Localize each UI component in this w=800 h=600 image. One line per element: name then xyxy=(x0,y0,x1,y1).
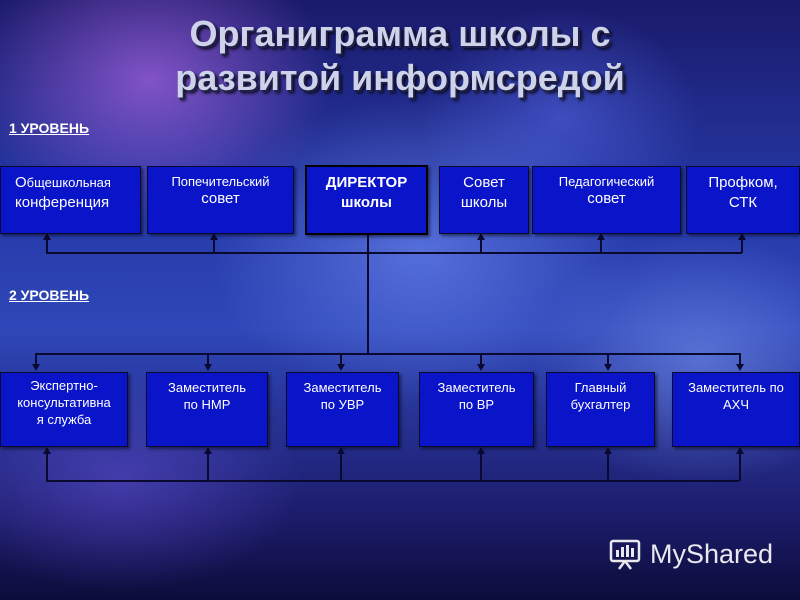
deputy-ahch-line1: Заместитель по xyxy=(688,380,784,395)
myshared-watermark: MyShared xyxy=(608,536,773,572)
arrow-up xyxy=(604,447,612,454)
arrow-up xyxy=(204,447,212,454)
connector-level1-stem xyxy=(741,238,743,253)
conference-line1: бщешкольная xyxy=(26,175,111,190)
connector-level2-bottom xyxy=(46,480,739,482)
level-1-label: 1 УРОВЕНЬ xyxy=(9,120,90,136)
connector-level2-stem xyxy=(340,452,342,481)
arrow-down xyxy=(337,364,345,371)
pedagogical-line2: совет xyxy=(587,190,626,207)
arrow-up xyxy=(337,447,345,454)
expert-service-box: Экспертно- консультативна я служба xyxy=(0,372,128,447)
arrow-up xyxy=(738,233,746,240)
connector-level2-drop xyxy=(607,353,609,364)
conference-initial: О xyxy=(15,174,27,191)
union-line1: Профком, xyxy=(708,174,778,191)
connector-level2-stem xyxy=(607,452,609,481)
connector-level2-stem xyxy=(739,452,741,481)
union-line2: СТК xyxy=(728,194,758,211)
deputy-uvr-line2: по УВР xyxy=(320,397,365,412)
school-council-box: Совет школы xyxy=(439,166,529,234)
connector-level2-drop xyxy=(739,353,741,364)
accountant-line2: бухгалтер xyxy=(570,397,631,412)
connector-level1-stem xyxy=(46,238,48,253)
connector-level2-stem xyxy=(46,452,48,481)
connector-level1-stem xyxy=(600,238,602,253)
trustee-line2: совет xyxy=(201,190,240,207)
accountant-line1: Главный xyxy=(574,380,627,395)
conference-line2: конференция xyxy=(15,194,110,211)
connector-level2-drop xyxy=(340,353,342,364)
arrow-up xyxy=(43,447,51,454)
arrow-up xyxy=(597,233,605,240)
watermark-text: MyShared xyxy=(650,538,774,569)
presentation-board-icon xyxy=(609,539,641,570)
arrow-up xyxy=(477,447,485,454)
deputy-uvr-line1: Заместитель xyxy=(303,380,382,395)
deputy-ahch-box: Заместитель по АХЧ xyxy=(672,372,800,447)
arrow-down xyxy=(477,364,485,371)
trustee-line1: Попечительский xyxy=(171,174,270,189)
deputy-nmr-line2: по НМР xyxy=(183,397,231,412)
arrow-up xyxy=(43,233,51,240)
expert-line3: я служба xyxy=(36,412,92,427)
deputy-vr-line1: Заместитель xyxy=(437,380,516,395)
arrow-down xyxy=(604,364,612,371)
arrow-up xyxy=(210,233,218,240)
arrow-down xyxy=(204,364,212,371)
deputy-nmr-line1: Заместитель xyxy=(168,380,246,395)
arrow-down xyxy=(736,364,744,371)
connector-level1-stem xyxy=(480,238,482,253)
connector-level2-stem xyxy=(207,452,209,481)
director-line2: школы xyxy=(341,194,392,211)
deputy-nmr-box: Заместитель по НМР xyxy=(146,372,268,447)
school-council-line1: Совет xyxy=(463,174,505,191)
pedagogical-line1: Педагогический xyxy=(558,174,655,189)
general-conference-box: Общешкольная конференция xyxy=(0,166,141,234)
arrow-up xyxy=(736,447,744,454)
deputy-ahch-line2: АХЧ xyxy=(722,397,749,412)
arrow-up xyxy=(477,233,485,240)
expert-line2: консультативна xyxy=(17,395,111,410)
deputy-uvr-box: Заместитель по УВР xyxy=(286,372,399,447)
trade-union-box: Профком, СТК xyxy=(686,166,800,234)
connector-level2-top xyxy=(35,353,740,355)
director-box: ДИРЕКТОР школы xyxy=(305,165,428,235)
connector-level2-stem xyxy=(480,452,482,481)
chart-title-line2: развитой информсредой xyxy=(175,57,625,98)
expert-line1: Экспертно- xyxy=(30,378,98,393)
connector-level2-drop xyxy=(207,353,209,364)
trustee-council-box: Попечительский совет xyxy=(147,166,294,234)
connector-level1-bottom xyxy=(46,252,742,254)
connector-level1-stem xyxy=(213,238,215,253)
director-trunk-line xyxy=(367,234,369,354)
chart-title-line1: Органиграмма школы с xyxy=(189,13,611,54)
director-line1: ДИРЕКТОР xyxy=(325,174,408,191)
deputy-vr-line2: по ВР xyxy=(458,397,495,412)
level-2-label: 2 УРОВЕНЬ xyxy=(9,287,90,303)
connector-level2-drop xyxy=(480,353,482,364)
chief-accountant-box: Главный бухгалтер xyxy=(546,372,655,447)
arrow-down xyxy=(32,364,40,371)
school-council-line2: школы xyxy=(460,194,508,211)
pedagogical-council-box: Педагогический совет xyxy=(532,166,681,234)
connector-level2-drop xyxy=(35,353,37,364)
deputy-vr-box: Заместитель по ВР xyxy=(419,372,534,447)
